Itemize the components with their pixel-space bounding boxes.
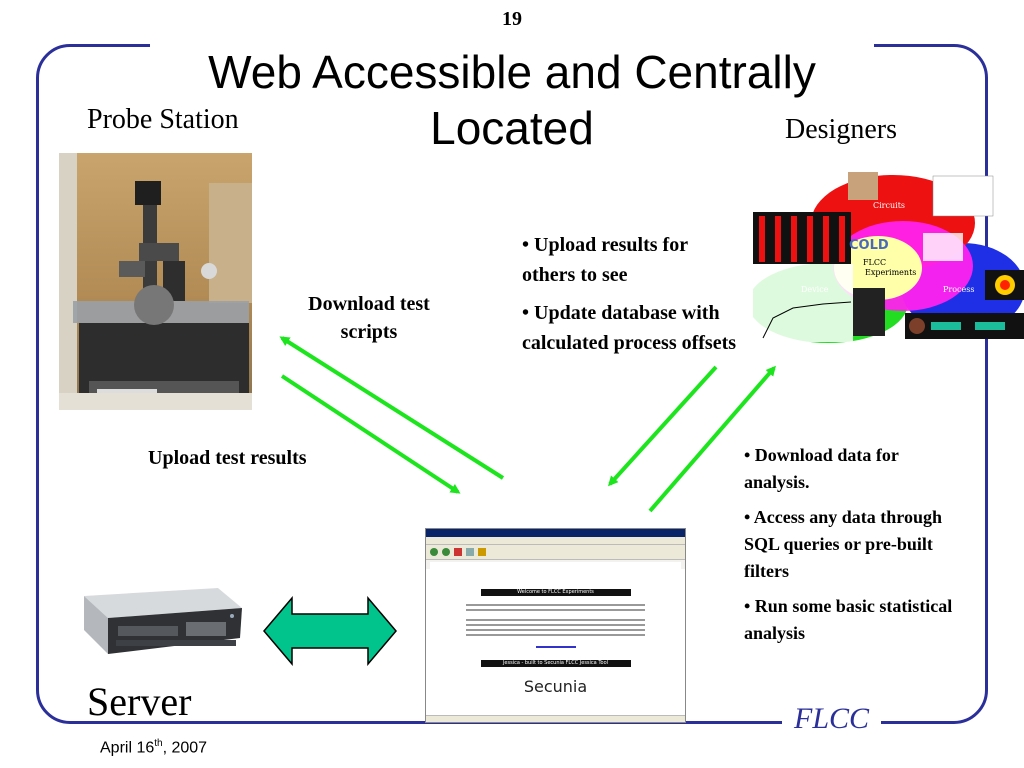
page-number: 19 bbox=[502, 8, 522, 30]
footer-date-sup: th bbox=[154, 738, 163, 749]
home-icon bbox=[478, 548, 486, 556]
probe-station-photo bbox=[59, 153, 252, 410]
server-label: Server bbox=[87, 679, 192, 724]
analysis-bullet-1: • Download data for analysis. bbox=[744, 445, 899, 492]
diagram-cold-logo: COLD bbox=[849, 238, 889, 253]
back-icon bbox=[430, 548, 438, 556]
flcc-diagram: Circuits Device Process FLCC Experiments… bbox=[748, 168, 1024, 343]
footer-date: April 16th, 2007 bbox=[100, 738, 207, 757]
footer-date-year: , 2007 bbox=[162, 739, 208, 757]
designers-label: Designers bbox=[785, 114, 897, 145]
analysis-bullet-3: • Run some basic statistical analysis bbox=[744, 596, 953, 643]
refresh-icon bbox=[466, 548, 474, 556]
upload-results-arrow bbox=[280, 374, 461, 494]
download-scripts-line1: Download test bbox=[308, 293, 430, 315]
diagram-device-label: Device bbox=[801, 285, 829, 294]
designer-bullet-2: • Update database with calculated proces… bbox=[522, 302, 737, 354]
slide-title: Web Accessible and Centrally Located bbox=[150, 44, 874, 156]
stop-icon bbox=[454, 548, 462, 556]
designer-bullet-1: • Upload results for others to see bbox=[522, 234, 688, 286]
diagram-center-line2: Experiments bbox=[865, 268, 916, 277]
designer-bullets: • Upload results for others to see • Upd… bbox=[522, 230, 742, 366]
diagram-process-label: Process bbox=[943, 285, 974, 294]
flcc-logo: FLCC bbox=[782, 702, 882, 736]
diagram-center-line1: FLCC bbox=[863, 258, 886, 267]
download-scripts-line2: scripts bbox=[340, 321, 398, 343]
download-designer-arrow bbox=[648, 365, 776, 513]
browser-titlebar bbox=[426, 529, 685, 537]
browser-page: Welcome to FLCC Experiments Jessica - bu… bbox=[426, 569, 685, 717]
footer-date-main: April 16 bbox=[100, 739, 155, 757]
browser-footer-bar: Jessica - built to Secunia FLCC Jessica … bbox=[480, 660, 631, 667]
analysis-bullets: • Download data for analysis. • Access a… bbox=[744, 442, 964, 655]
forward-icon bbox=[442, 548, 450, 556]
browser-statusbar bbox=[426, 715, 685, 722]
download-scripts-label: Download test scripts bbox=[284, 290, 454, 346]
web-browser-screenshot: Welcome to FLCC Experiments Jessica - bu… bbox=[425, 528, 686, 723]
upload-designer-arrow bbox=[607, 365, 718, 487]
upload-results-label: Upload test results bbox=[148, 447, 307, 469]
diagram-circuits-label: Circuits bbox=[873, 201, 905, 210]
secunia-logo: Secunia bbox=[523, 677, 588, 696]
browser-toolbar bbox=[426, 545, 685, 560]
browser-menubar bbox=[426, 537, 685, 545]
analysis-bullet-2: • Access any data through SQL queries or… bbox=[744, 507, 942, 581]
server-sync-double-arrow bbox=[263, 596, 397, 666]
server-photo bbox=[78, 586, 244, 666]
browser-header-bar: Welcome to FLCC Experiments bbox=[480, 589, 631, 596]
probe-station-label: Probe Station bbox=[87, 104, 239, 135]
download-scripts-arrow bbox=[279, 336, 505, 480]
